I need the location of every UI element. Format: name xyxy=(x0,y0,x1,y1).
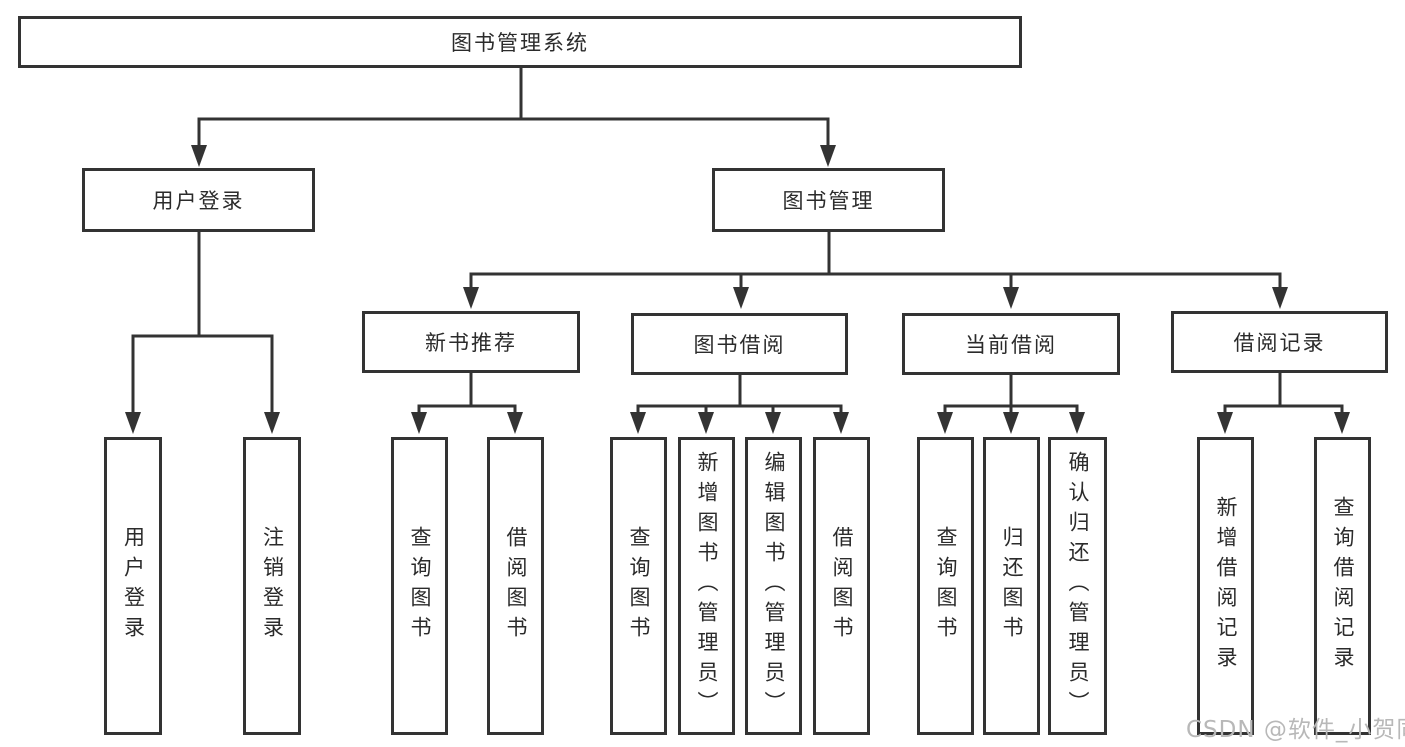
leaf-borrow-query-books: 查询图书 xyxy=(610,437,667,735)
node-borrow-records-label: 借阅记录 xyxy=(1233,331,1326,355)
leaf-current-confirm-return-admin-label: 确认归还（管理员） xyxy=(1066,451,1090,721)
node-book-borrow-label: 图书借阅 xyxy=(693,333,786,357)
leaf-current-query-books: 查询图书 xyxy=(917,437,974,735)
leaf-records-add-record: 新增借阅记录 xyxy=(1197,437,1254,735)
leaf-borrow-add-books-admin: 新增图书（管理员） xyxy=(678,437,735,735)
leaf-current-return-books: 归还图书 xyxy=(983,437,1040,735)
leaf-current-return-books-label: 归还图书 xyxy=(1000,526,1024,646)
leaf-recommend-query-books: 查询图书 xyxy=(391,437,448,735)
node-borrow-records: 借阅记录 xyxy=(1171,311,1388,373)
leaf-borrow-edit-books-admin: 编辑图书（管理员） xyxy=(745,437,802,735)
leaf-current-query-books-label: 查询图书 xyxy=(934,526,958,646)
leaf-borrow-query-books-label: 查询图书 xyxy=(627,526,651,646)
node-book-borrow: 图书借阅 xyxy=(631,313,848,375)
leaf-records-query-record: 查询借阅记录 xyxy=(1314,437,1371,735)
node-user-login: 用户登录 xyxy=(82,168,315,232)
leaf-recommend-borrow-books: 借阅图书 xyxy=(487,437,544,735)
leaf-borrow-borrow-books-label: 借阅图书 xyxy=(830,526,854,646)
leaf-records-query-record-label: 查询借阅记录 xyxy=(1331,496,1355,676)
leaf-logout-label: 注销登录 xyxy=(260,526,285,646)
node-root: 图书管理系统 xyxy=(18,16,1022,68)
leaf-current-confirm-return-admin: 确认归还（管理员） xyxy=(1048,437,1107,735)
leaf-records-add-record-label: 新增借阅记录 xyxy=(1214,496,1238,676)
node-book-management: 图书管理 xyxy=(712,168,945,232)
node-new-book-recommend: 新书推荐 xyxy=(362,311,580,373)
node-current-borrow-label: 当前借阅 xyxy=(965,333,1057,357)
node-new-book-recommend-label: 新书推荐 xyxy=(425,331,517,355)
csdn-watermark: CSDN @软件_小贺同学 xyxy=(1186,717,1405,743)
node-current-borrow: 当前借阅 xyxy=(902,313,1120,375)
node-user-login-label: 用户登录 xyxy=(152,189,245,213)
leaf-borrow-borrow-books: 借阅图书 xyxy=(813,437,870,735)
leaf-user-login-label: 用户登录 xyxy=(121,526,146,646)
leaf-logout: 注销登录 xyxy=(243,437,301,735)
leaf-user-login: 用户登录 xyxy=(104,437,162,735)
leaf-recommend-query-books-label: 查询图书 xyxy=(408,526,432,646)
leaf-borrow-edit-books-admin-label: 编辑图书（管理员） xyxy=(762,451,786,721)
leaf-recommend-borrow-books-label: 借阅图书 xyxy=(504,526,528,646)
node-root-label: 图书管理系统 xyxy=(451,31,589,55)
leaf-borrow-add-books-admin-label: 新增图书（管理员） xyxy=(695,451,719,721)
arrowheads xyxy=(125,145,1350,434)
node-book-management-label: 图书管理 xyxy=(782,189,875,213)
